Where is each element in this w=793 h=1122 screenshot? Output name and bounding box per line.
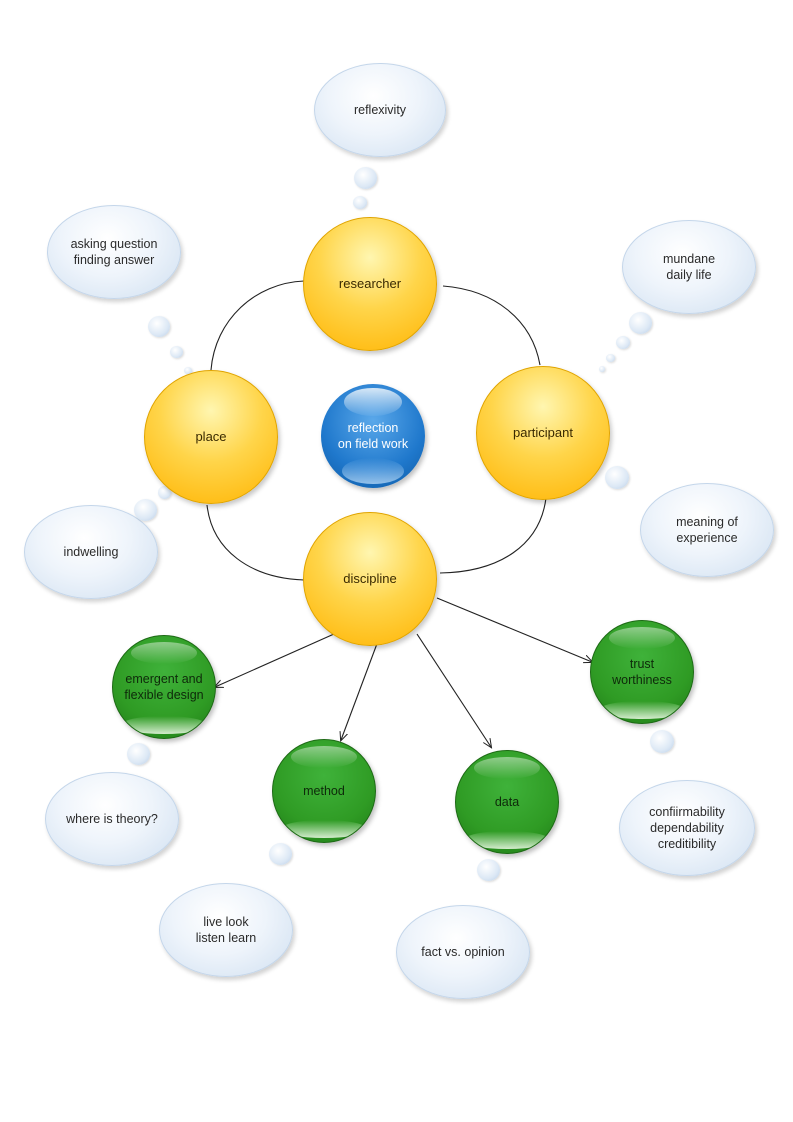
thought-live-look-label: live look listen learn <box>195 915 257 945</box>
bubble-dot <box>170 346 183 358</box>
arrow-to-emergent <box>215 633 335 687</box>
ring-arc-researcher-participant <box>442 285 541 366</box>
bubble-dot <box>606 354 615 362</box>
thought-confirmability: confiirmability dependability creditibil… <box>619 780 755 876</box>
node-emergent-design-label: emergent and flexible design <box>124 672 204 702</box>
thought-mundane: mundane daily life <box>622 220 756 314</box>
thought-fact-opinion: fact vs. opinion <box>396 905 530 999</box>
bubble-dot <box>605 466 629 489</box>
bubble-dot <box>477 859 500 881</box>
bubble-dot <box>158 486 171 499</box>
node-emergent-design: emergent and flexible design <box>112 635 216 739</box>
node-participant-label: participant <box>513 425 573 440</box>
thought-asking-question: asking question finding answer <box>47 205 181 299</box>
thought-confirmability-label: confiirmability dependability creditibil… <box>649 805 725 851</box>
bubble-dot <box>353 196 367 209</box>
bubble-dot <box>629 312 652 334</box>
thought-asking-question-label: asking question finding answer <box>70 237 158 267</box>
thought-theory: where is theory? <box>45 772 179 866</box>
node-place: place <box>144 370 278 504</box>
ring-arc-researcher-place <box>210 280 305 371</box>
bubble-dot <box>650 730 674 753</box>
bubble-dot <box>599 366 605 372</box>
thought-indwelling: indwelling <box>24 505 158 599</box>
node-trustworthiness: trust worthiness <box>590 620 694 724</box>
thought-fact-opinion-label: fact vs. opinion <box>421 945 505 959</box>
node-data-label: data <box>494 795 520 809</box>
bubble-dot <box>184 367 192 374</box>
node-center-reflection: reflection on field work <box>321 384 425 488</box>
node-participant: participant <box>476 366 610 500</box>
node-researcher-label: researcher <box>338 276 402 291</box>
arrow-to-data <box>416 633 491 747</box>
thought-reflexivity-label: reflexivity <box>353 103 407 117</box>
thought-meaning-label: meaning of experience <box>676 515 738 545</box>
node-discipline: discipline <box>303 512 437 646</box>
bubble-dot <box>269 843 292 865</box>
node-researcher: researcher <box>303 217 437 351</box>
thought-meaning: meaning of experience <box>640 483 774 577</box>
thought-reflexivity: reflexivity <box>314 63 446 157</box>
thought-indwelling-label: indwelling <box>63 545 119 559</box>
node-center-label: reflection on field work <box>337 421 409 451</box>
bubble-dot <box>354 167 377 189</box>
ring-arc-place-discipline <box>206 504 305 581</box>
arrow-to-trust <box>436 597 592 662</box>
bubble-dot <box>127 743 150 765</box>
node-data: data <box>455 750 559 854</box>
node-place-label: place <box>195 429 227 444</box>
bubble-dot <box>616 336 630 349</box>
arrow-to-method <box>341 640 379 740</box>
node-trustworthiness-label: trust worthiness <box>612 657 672 687</box>
bubble-dot <box>148 316 170 337</box>
node-method-label: method <box>303 784 345 798</box>
ring-arc-participant-discipline <box>439 497 547 574</box>
bubble-dot <box>134 499 157 521</box>
thought-mundane-label: mundane daily life <box>662 252 716 282</box>
thought-theory-label: where is theory? <box>66 812 158 826</box>
node-discipline-label: discipline <box>343 571 397 586</box>
node-method: method <box>272 739 376 843</box>
thought-live-look: live look listen learn <box>159 883 293 977</box>
